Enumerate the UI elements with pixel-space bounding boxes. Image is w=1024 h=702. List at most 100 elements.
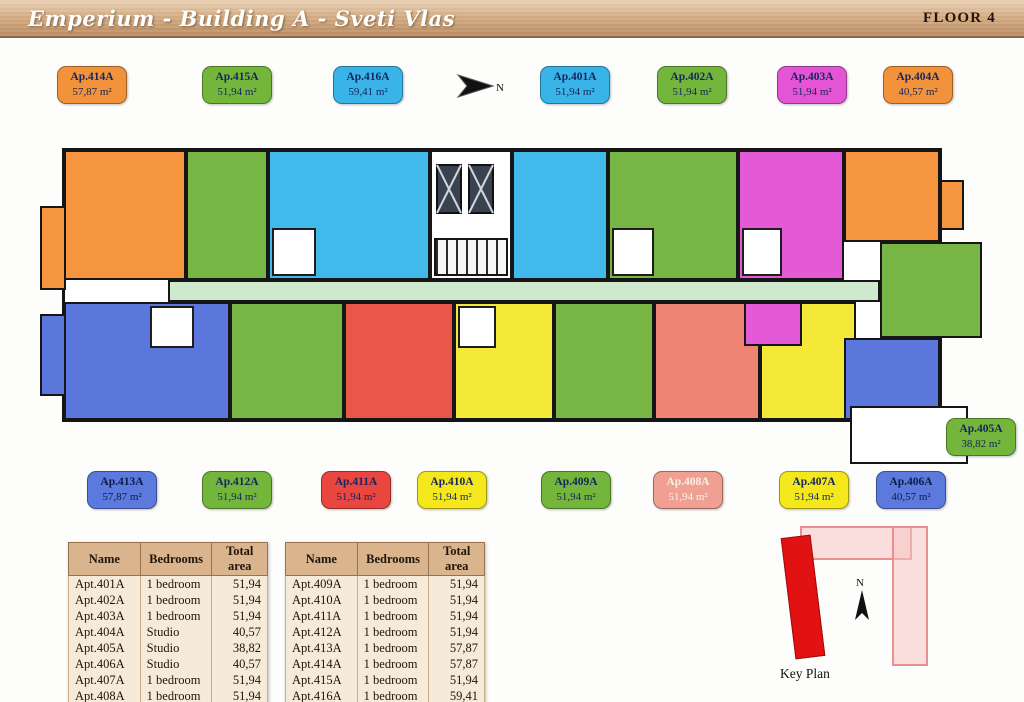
table-cell: 51,94 (428, 672, 485, 688)
apartment-badge-413A: Ap.413A 57,87 m² (87, 471, 157, 509)
room-partition (458, 306, 496, 348)
badge-name: Ap.402A (670, 71, 714, 84)
badge-name: Ap.411A (334, 476, 378, 489)
table-cell: 40,57 (211, 656, 268, 672)
badge-name: Ap.415A (215, 71, 259, 84)
badge-name: Ap.406A (889, 476, 933, 489)
balcony-413A (40, 314, 66, 396)
apartment-badge-416A: Ap.416A 59,41 m² (333, 66, 403, 104)
table-cell: 51,94 (211, 592, 268, 608)
table-cell: 1 bedroom (356, 640, 430, 656)
badge-name: Ap.413A (100, 476, 144, 489)
elevator-icon (468, 164, 494, 214)
table-cell: 51,94 (211, 672, 268, 688)
apartment-badge-411A: Ap.411A 51,94 m² (321, 471, 391, 509)
apartment-badge-415A: Ap.415A 51,94 m² (202, 66, 272, 104)
badge-name: Ap.409A (554, 476, 598, 489)
column-header: Bedrooms (356, 542, 430, 576)
badge-area: 57,87 m² (72, 86, 112, 99)
table-cell: 51,94 (428, 624, 485, 640)
north-arrow-icon: N (455, 70, 507, 107)
table-cell: Apt.410A (285, 592, 358, 608)
apartment-region-404A (844, 150, 940, 242)
badge-name: Ap.412A (215, 476, 259, 489)
apartment-region-415A (186, 150, 268, 280)
badge-name: Ap.403A (790, 71, 834, 84)
apartment-region-401A (512, 150, 608, 280)
apartment-badge-404A: Ap.404A 40,57 m² (883, 66, 953, 104)
table-cell: Studio (139, 656, 213, 672)
apartment-badge-410A: Ap.410A 51,94 m² (417, 471, 487, 509)
table-cell: 1 bedroom (356, 592, 430, 608)
north-letter: N (496, 82, 504, 94)
table-cell: Apt.403A (68, 608, 141, 624)
apartment-region-411A (344, 302, 454, 420)
table-cell: Studio (139, 624, 213, 640)
table-cell: 59,41 (428, 688, 485, 702)
column-header: Name (68, 542, 141, 576)
badge-name: Ap.401A (553, 71, 597, 84)
room-partition (742, 228, 782, 276)
table-cell: 57,87 (428, 656, 485, 672)
table-cell: 1 bedroom (139, 575, 213, 592)
table-cell: Apt.411A (285, 608, 358, 624)
apartment-region-409A (554, 302, 654, 420)
room-partition (612, 228, 654, 276)
table-cell: 51,94 (211, 608, 268, 624)
table-cell: Apt.413A (285, 640, 358, 656)
column-header: Total area (211, 542, 268, 576)
table-cell: 51,94 (211, 688, 268, 702)
floor-label: FLOOR 4 (923, 9, 996, 26)
badge-area: 51,94 m² (217, 491, 257, 504)
table-cell: 38,82 (211, 640, 268, 656)
key-plan-building-right (892, 526, 928, 666)
table-cell: 1 bedroom (139, 688, 213, 702)
table-cell: Apt.409A (285, 575, 358, 592)
table-cell: 1 bedroom (139, 592, 213, 608)
badge-area: 51,94 m² (555, 86, 595, 99)
apartment-badge-409A: Ap.409A 51,94 m² (541, 471, 611, 509)
table-cell: 1 bedroom (356, 608, 430, 624)
badge-area: 51,94 m² (217, 86, 257, 99)
badge-name: Ap.405A (959, 423, 1003, 436)
key-plan: N Key Plan (772, 518, 952, 692)
table-cell: Apt.405A (68, 640, 141, 656)
balcony-414A (40, 206, 66, 290)
apartment-region-412A (230, 302, 344, 420)
badge-name: Ap.408A (666, 476, 710, 489)
table-cell: Apt.415A (285, 672, 358, 688)
badge-area: 40,57 m² (891, 491, 931, 504)
badge-name: Ap.416A (346, 71, 390, 84)
table-cell: 51,94 (211, 575, 268, 592)
key-plan-compass-icon: N (850, 574, 874, 633)
badge-area: 57,87 m² (102, 491, 142, 504)
table-cell: Apt.408A (68, 688, 141, 702)
table-cell: Apt.402A (68, 592, 141, 608)
apartment-badge-407A: Ap.407A 51,94 m² (779, 471, 849, 509)
table-cell: 1 bedroom (356, 672, 430, 688)
column-header: Name (285, 542, 358, 576)
balcony-404A (940, 180, 964, 230)
table-cell: Apt.407A (68, 672, 141, 688)
column-header: Total area (428, 542, 485, 576)
badge-area: 51,94 m² (672, 86, 712, 99)
apartment-badge-406A: Ap.406A 40,57 m² (876, 471, 946, 509)
table-cell: Apt.416A (285, 688, 358, 702)
apartment-badge-412A: Ap.412A 51,94 m² (202, 471, 272, 509)
elevator-icon (436, 164, 462, 214)
table-cell: 1 bedroom (356, 624, 430, 640)
badge-area: 51,94 m² (556, 491, 596, 504)
table-cell: 51,94 (428, 575, 485, 592)
